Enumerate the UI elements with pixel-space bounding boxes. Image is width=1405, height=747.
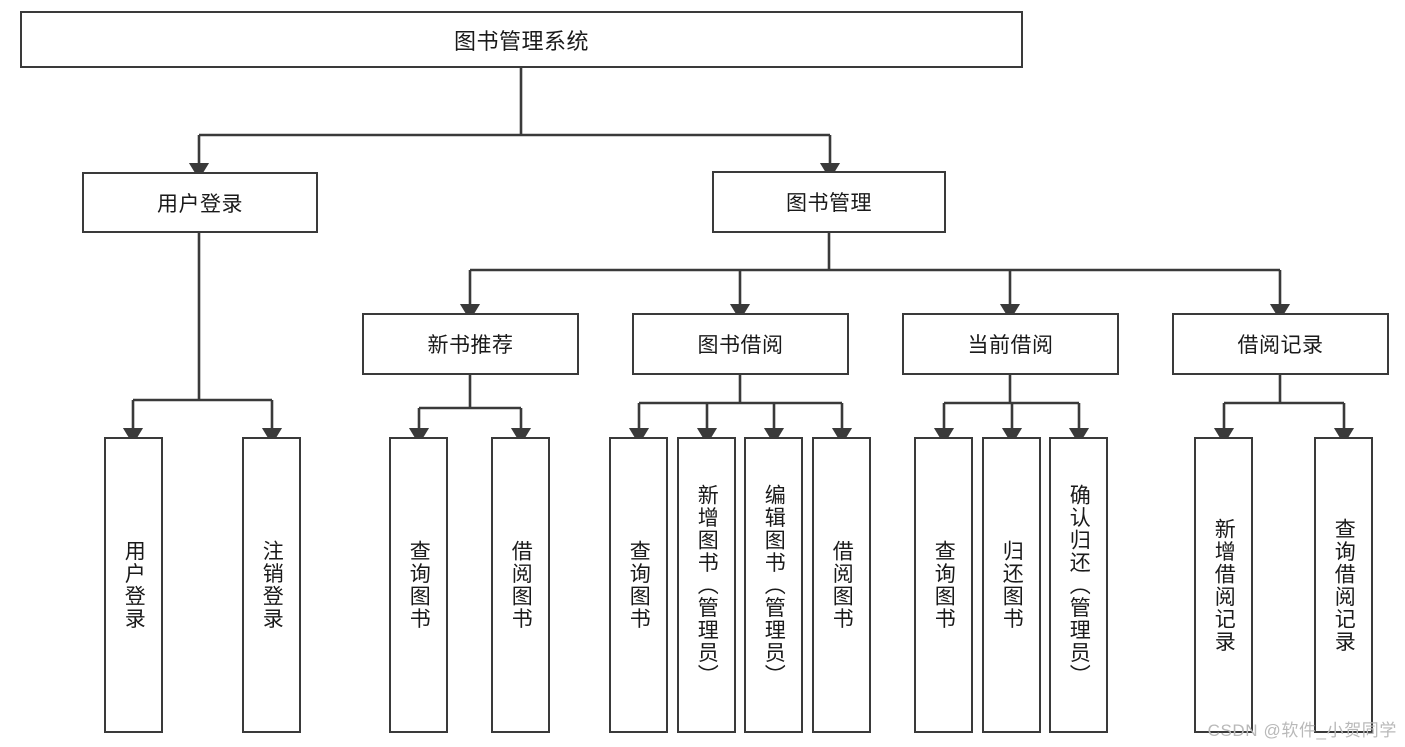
leaf-edit-book-admin[interactable]: 编辑图书（管理员） [744,437,803,733]
node-book-borrow[interactable]: 图书借阅 [632,313,849,375]
leaf-label: 查询图书 [932,540,956,630]
leaf-confirm-return-admin[interactable]: 确认归还（管理员） [1049,437,1108,733]
leaf-label: 借阅图书 [830,540,854,630]
leaf-query-book-current[interactable]: 查询图书 [914,437,973,733]
leaf-label: 新增图书（管理员） [695,483,719,687]
leaf-query-book-borrow[interactable]: 查询图书 [609,437,668,733]
leaf-query-book-recommend[interactable]: 查询图书 [389,437,448,733]
leaf-label: 编辑图书（管理员） [762,483,786,687]
node-label: 图书管理系统 [453,28,589,54]
node-book-management[interactable]: 图书管理 [712,171,946,233]
leaf-label: 查询借阅记录 [1332,517,1356,653]
leaf-query-borrow-record[interactable]: 查询借阅记录 [1314,437,1373,733]
leaf-return-book[interactable]: 归还图书 [982,437,1041,733]
node-user-login[interactable]: 用户登录 [82,172,318,233]
node-current-borrow[interactable]: 当前借阅 [902,313,1119,375]
leaf-label: 新增借阅记录 [1212,517,1236,653]
leaf-label: 确认归还（管理员） [1067,483,1091,687]
leaf-label: 注销登录 [260,540,284,630]
watermark: CSDN @软件_小贺同学 [1207,721,1397,740]
node-label: 借阅记录 [1237,334,1324,357]
node-label: 图书管理 [786,192,872,215]
node-label: 用户登录 [157,192,243,216]
node-label: 图书借阅 [697,334,784,357]
leaf-borrow-book-recommend[interactable]: 借阅图书 [491,437,550,733]
leaf-label: 查询图书 [627,540,651,630]
node-label: 当前借阅 [967,334,1054,357]
node-root-system[interactable]: 图书管理系统 [20,11,1023,68]
leaf-add-book-admin[interactable]: 新增图书（管理员） [677,437,736,733]
leaf-label: 借阅图书 [509,540,533,630]
leaf-borrow-book[interactable]: 借阅图书 [812,437,871,733]
leaf-add-borrow-record[interactable]: 新增借阅记录 [1194,437,1253,733]
node-new-book-recommend[interactable]: 新书推荐 [362,313,579,375]
node-borrow-records[interactable]: 借阅记录 [1172,313,1389,375]
node-label: 新书推荐 [427,334,514,357]
leaf-label: 查询图书 [407,540,431,630]
leaf-label: 用户登录 [122,540,146,630]
leaf-user-login[interactable]: 用户登录 [104,437,163,733]
leaf-label: 归还图书 [1000,540,1024,630]
leaf-logout[interactable]: 注销登录 [242,437,301,733]
